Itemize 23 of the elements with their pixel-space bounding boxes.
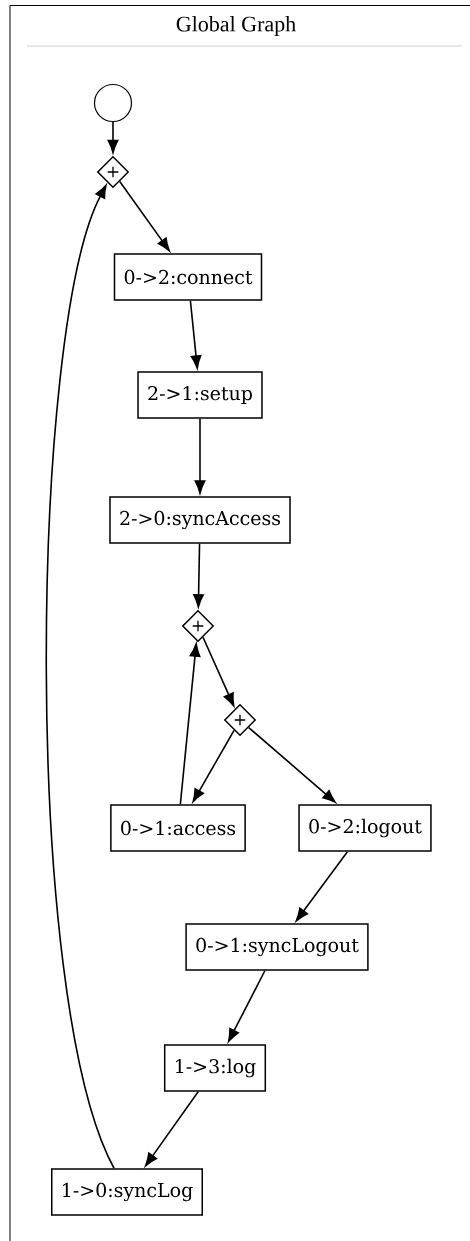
process-box: 2->1:setup <box>137 371 263 419</box>
arrow <box>118 180 170 252</box>
arrow <box>107 121 119 154</box>
process-box: 0->1:syncLogout <box>185 923 369 971</box>
title: Global Graph <box>176 16 296 36</box>
process-box: 0->1:access <box>110 804 246 852</box>
arrow <box>227 969 266 1043</box>
arrow <box>202 636 235 707</box>
process-box: 1->3:log <box>163 1044 267 1092</box>
arrow <box>193 542 204 608</box>
arrow <box>194 417 206 494</box>
arrow <box>179 643 201 806</box>
arrow <box>192 729 235 803</box>
arrow <box>189 299 202 369</box>
process-box: 0->2:connect <box>113 253 263 301</box>
arrow <box>295 850 349 922</box>
arrow <box>45 184 115 1170</box>
start-circle <box>93 83 133 123</box>
arrow <box>247 726 336 803</box>
process-box: 2->0:syncAccess <box>109 496 291 544</box>
arrow <box>144 1090 199 1167</box>
process-box: 0->2:logout <box>298 804 432 852</box>
process-box: 1->0:syncLog <box>51 1168 203 1216</box>
